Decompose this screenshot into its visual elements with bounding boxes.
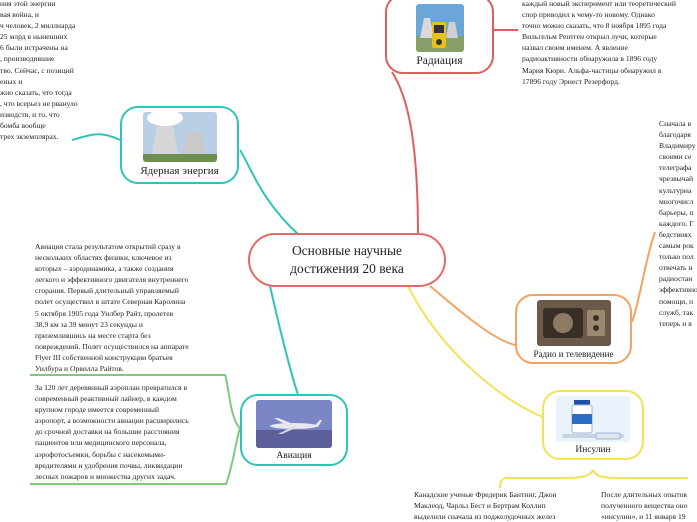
topic-aviation[interactable]: Авиация: [240, 394, 348, 466]
link-radio-note: [632, 232, 655, 322]
topic-nuclear-energy[interactable]: Ядерная энергия: [120, 106, 239, 184]
note-line: культурна: [659, 185, 697, 196]
note-line: Маклеод, Чарльз Бест и Бертрам Коллип: [414, 500, 594, 511]
insulin-vial-syringe-icon: [556, 396, 630, 442]
note-line: полет осуществил в штате Северная Кароли…: [35, 296, 223, 307]
note-insulin-1: Канадские ученые Фредерик Бантинг, Джон …: [414, 489, 594, 522]
note-line: Вильгельм Рентген открыл лучи, которые: [522, 31, 697, 42]
note-line: вая война, и: [0, 9, 96, 20]
note-radiation: каждый новый эксперимент или теоретическ…: [522, 0, 697, 87]
link-nuclear: [240, 150, 300, 236]
note-line: помощи, п: [659, 296, 697, 307]
topic-aviation-label: Авиация: [242, 451, 346, 461]
note-line: Авиация стала результатом открытий сразу…: [35, 241, 223, 252]
note-line: аэропорт, а возможности авиации расширил…: [35, 415, 223, 426]
note-line: После длительных опытов: [601, 489, 697, 500]
note-line: радиоактивности обнаружила в 1896 году: [522, 53, 697, 64]
note-aviation-1: Авиация стала результатом открытий сразу…: [35, 241, 223, 374]
note-line: 17896 году Эрнест Резерфорд.: [522, 76, 697, 87]
topic-radio-label: Радио и телевидение: [517, 349, 630, 359]
note-line: полученного вещества оно: [601, 500, 697, 511]
note-line: назвал своим именем. А явление: [522, 42, 697, 53]
note-line: 25 млрд в нынешних: [0, 31, 96, 42]
topic-insulin[interactable]: Инсулин: [542, 390, 644, 460]
note-line: лесных пожаров и множества других задач.: [35, 471, 223, 482]
note-line: бомба вообще: [0, 120, 96, 131]
central-topic[interactable]: Основные научные достижения 20 века: [248, 233, 446, 287]
note-insulin-2: После длительных опытов полученного веще…: [601, 489, 697, 522]
note-line: 5 октября 1905 года Уилбер Райт, пролете…: [35, 308, 223, 319]
note-line: тво. Сейчас, с позиций: [0, 65, 96, 76]
link-aviation: [270, 286, 298, 395]
note-line: современный реактивный лайнер, в каждом: [35, 393, 223, 404]
note-line: «инсулин», и 11 января 19: [601, 511, 697, 522]
note-line: спор приводил к чему-то новому. Однако: [522, 9, 697, 20]
central-title-line1: Основные научные: [290, 242, 404, 260]
note-line: 6 были истрачены на: [0, 42, 96, 53]
note-line: изводств, и то, что: [0, 109, 96, 120]
note-line: ч человек, 2 миллиарда: [0, 20, 96, 31]
note-line: которых – аэродинамика, а также создания: [35, 263, 223, 274]
note-aviation-2: За 120 лет деревянный аэроплан превратил…: [35, 382, 223, 482]
note-line: , производившие: [0, 53, 96, 64]
link-insulin-notes: [500, 470, 688, 488]
note-line: радиостан: [659, 273, 697, 284]
note-line: Сначала в: [659, 118, 697, 129]
note-line: вредителями и удобрения почвы, ликвидаци…: [35, 460, 223, 471]
note-line: пациентов или медицинского персонала,: [35, 437, 223, 448]
topic-radiation[interactable]: Радиация: [385, 0, 494, 74]
note-line: до срочной доставки на большие расстояни…: [35, 426, 223, 437]
note-line: только пол: [659, 251, 697, 262]
note-line: отвечать н: [659, 262, 697, 273]
note-line: благодаря: [659, 129, 697, 140]
note-line: ния этой энергии: [0, 0, 96, 9]
topic-nuclear-label: Ядерная энергия: [122, 165, 237, 177]
cooling-towers-icon: [143, 112, 217, 162]
note-line: Владимиру: [659, 140, 697, 151]
note-line: Flyer III собственной конструкции братье…: [35, 352, 223, 363]
note-nuclear: ния этой энергии вая война, и ч человек,…: [0, 0, 96, 142]
note-line: выделили сначала из поджелудочных желез: [414, 511, 594, 522]
note-line: служб, так: [659, 307, 697, 318]
note-line: барьеры, п: [659, 207, 697, 218]
note-line: 38,9 км за 39 минут 23 секунды и: [35, 319, 223, 330]
central-title-line2: достижения 20 века: [290, 260, 404, 278]
note-radio: Сначала в благодаря Владимиру своими се …: [659, 118, 697, 329]
note-line: , что всерьез не рвануло: [0, 98, 96, 109]
note-line: своими се: [659, 151, 697, 162]
note-line: телеграфа: [659, 162, 697, 173]
note-line: точно можно сказать, что 8 ноября 1895 г…: [522, 20, 697, 31]
note-line: эффективно: [659, 284, 697, 295]
note-line: аэрофотосъемки, борьбы с насекомыми-: [35, 449, 223, 460]
note-line: жно сказать, что тогда: [0, 87, 96, 98]
nuclear-plant-dosimeter-icon: [416, 4, 464, 52]
link-radio: [430, 286, 515, 345]
vintage-radio-icon: [537, 300, 611, 346]
note-line: приземлившись на месте старта без: [35, 330, 223, 341]
topic-radiation-label: Радиация: [387, 55, 492, 67]
note-line: крупном городе имеется современный: [35, 404, 223, 415]
note-line: трех экземплярах.: [0, 131, 96, 142]
note-line: многочисл: [659, 196, 697, 207]
note-line: еных и: [0, 76, 96, 87]
jet-airplane-icon: [256, 400, 332, 448]
note-line: сгорания. Первый длительный управляемый: [35, 285, 223, 296]
note-line: самым рок: [659, 240, 697, 251]
note-line: За 120 лет деревянный аэроплан превратил…: [35, 382, 223, 393]
topic-insulin-label: Инсулин: [544, 445, 642, 455]
note-line: нескольких областях физики, ключевое из: [35, 252, 223, 263]
note-line: чрезвычай: [659, 173, 697, 184]
note-line: повреждений. Полет осуществился на аппар…: [35, 341, 223, 352]
note-line: каждого. Г: [659, 218, 697, 229]
note-line: Канадские ученые Фредерик Бантинг, Джон: [414, 489, 594, 500]
note-line: легкого и эффективного двигателя внутрен…: [35, 274, 223, 285]
topic-radio-tv[interactable]: Радио и телевидение: [515, 294, 632, 364]
note-line: Мария Кюри. Альфа-частицы обнаружил в: [522, 65, 697, 76]
note-line: бедствиях: [659, 229, 697, 240]
note-line: каждый новый эксперимент или теоретическ…: [522, 0, 697, 9]
note-line: Уилбура и Орвилла Райтов.: [35, 363, 223, 374]
note-line: теперь и в: [659, 318, 697, 329]
link-radiation: [392, 72, 418, 236]
